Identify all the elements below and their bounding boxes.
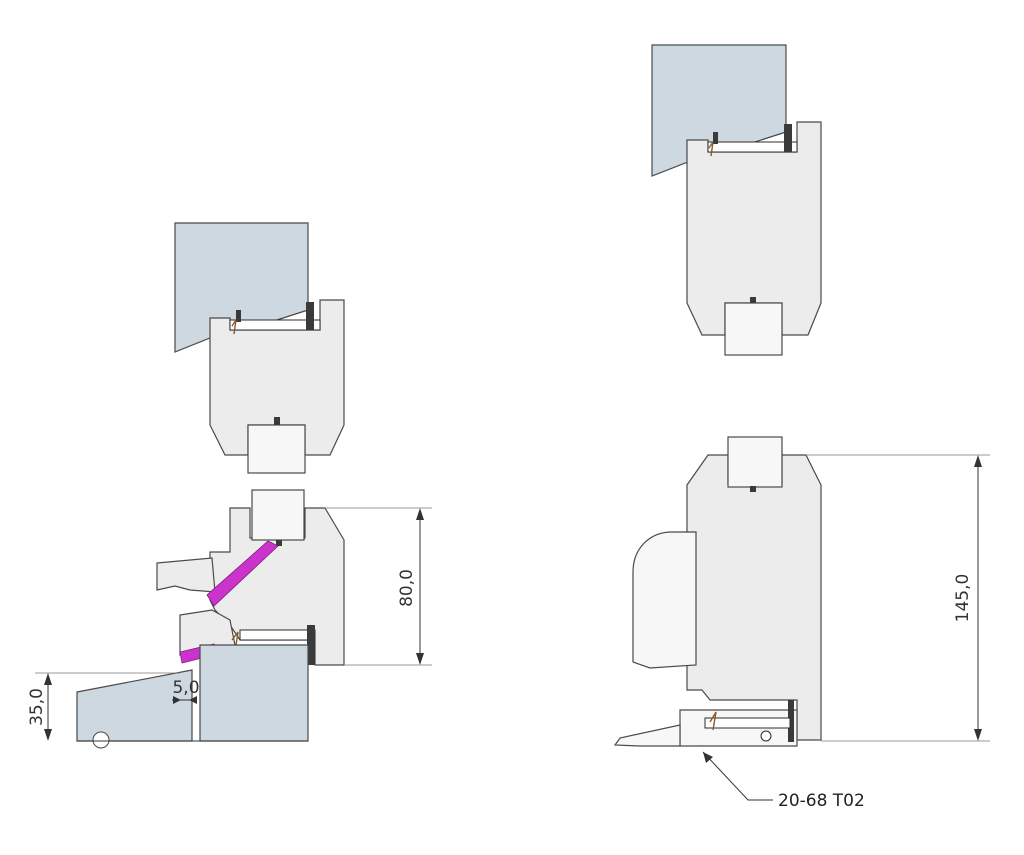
right-height-dimension: 145,0: [953, 574, 973, 623]
left-floor-dimension: 35,0: [27, 688, 47, 726]
threshold-leader-arrow: [703, 752, 713, 763]
left-upper-groove-block: [247, 424, 306, 474]
left-upper-small-slot: [274, 417, 280, 425]
right-threshold-seal: [704, 717, 791, 729]
right-upper-hinge-mark: [708, 141, 714, 157]
threshold-leader-line: [702, 751, 773, 801]
right-dim-arrow-top: [974, 455, 982, 467]
left-assembly: 80,0 35,0 5,0: [27, 222, 432, 749]
right-upper-small-slot: [750, 297, 756, 303]
left-upper-gasket-b: [236, 310, 241, 322]
right-assembly: 145,0 20-68 T02: [613, 44, 990, 811]
right-lower-groove-block: [727, 436, 783, 488]
right-handle-cover: [632, 531, 697, 669]
right-threshold-gasket: [788, 700, 794, 742]
right-upper-seal-channel: [707, 141, 798, 153]
left-gap-dim-arrow-right: [189, 696, 197, 704]
right-upper-gasket-a: [784, 124, 792, 152]
right-threshold-ramp: [613, 724, 681, 747]
right-lower-sash: [686, 454, 822, 741]
left-gap-dimension: 5,0: [172, 678, 199, 698]
left-upper-hinge-mark: [231, 319, 237, 335]
left-floor-drain-hole: [92, 731, 110, 749]
left-drip-nose: [156, 557, 216, 593]
right-upper-groove-block: [724, 302, 783, 356]
right-lower-hinge-mark: [709, 711, 717, 731]
left-floor-dim-arrow-top: [44, 673, 52, 685]
left-floor-glass: [199, 644, 309, 742]
threshold-part-label: 20-68 T02: [778, 791, 865, 811]
left-dim-arrow-bottom: [416, 653, 424, 665]
left-floor-dim-arrow-bottom: [44, 729, 52, 741]
left-upper-gasket-a: [306, 302, 314, 330]
left-dim-arrow-top: [416, 508, 424, 520]
left-lower-gasket: [307, 625, 315, 665]
right-threshold-screw: [760, 730, 772, 742]
left-gap-dim-arrow-left: [173, 696, 181, 704]
right-lower-small-slot: [750, 486, 756, 492]
left-thermal-strip-upper: [206, 540, 279, 607]
left-lower-seal: [239, 629, 316, 641]
left-lower-groove-block: [251, 489, 305, 541]
left-lower-small-slot: [276, 540, 282, 546]
right-dim-arrow-bottom: [974, 729, 982, 741]
left-height-dimension: 80,0: [397, 569, 417, 607]
left-upper-seal-channel: [229, 319, 321, 331]
right-upper-gasket-b: [713, 132, 718, 144]
